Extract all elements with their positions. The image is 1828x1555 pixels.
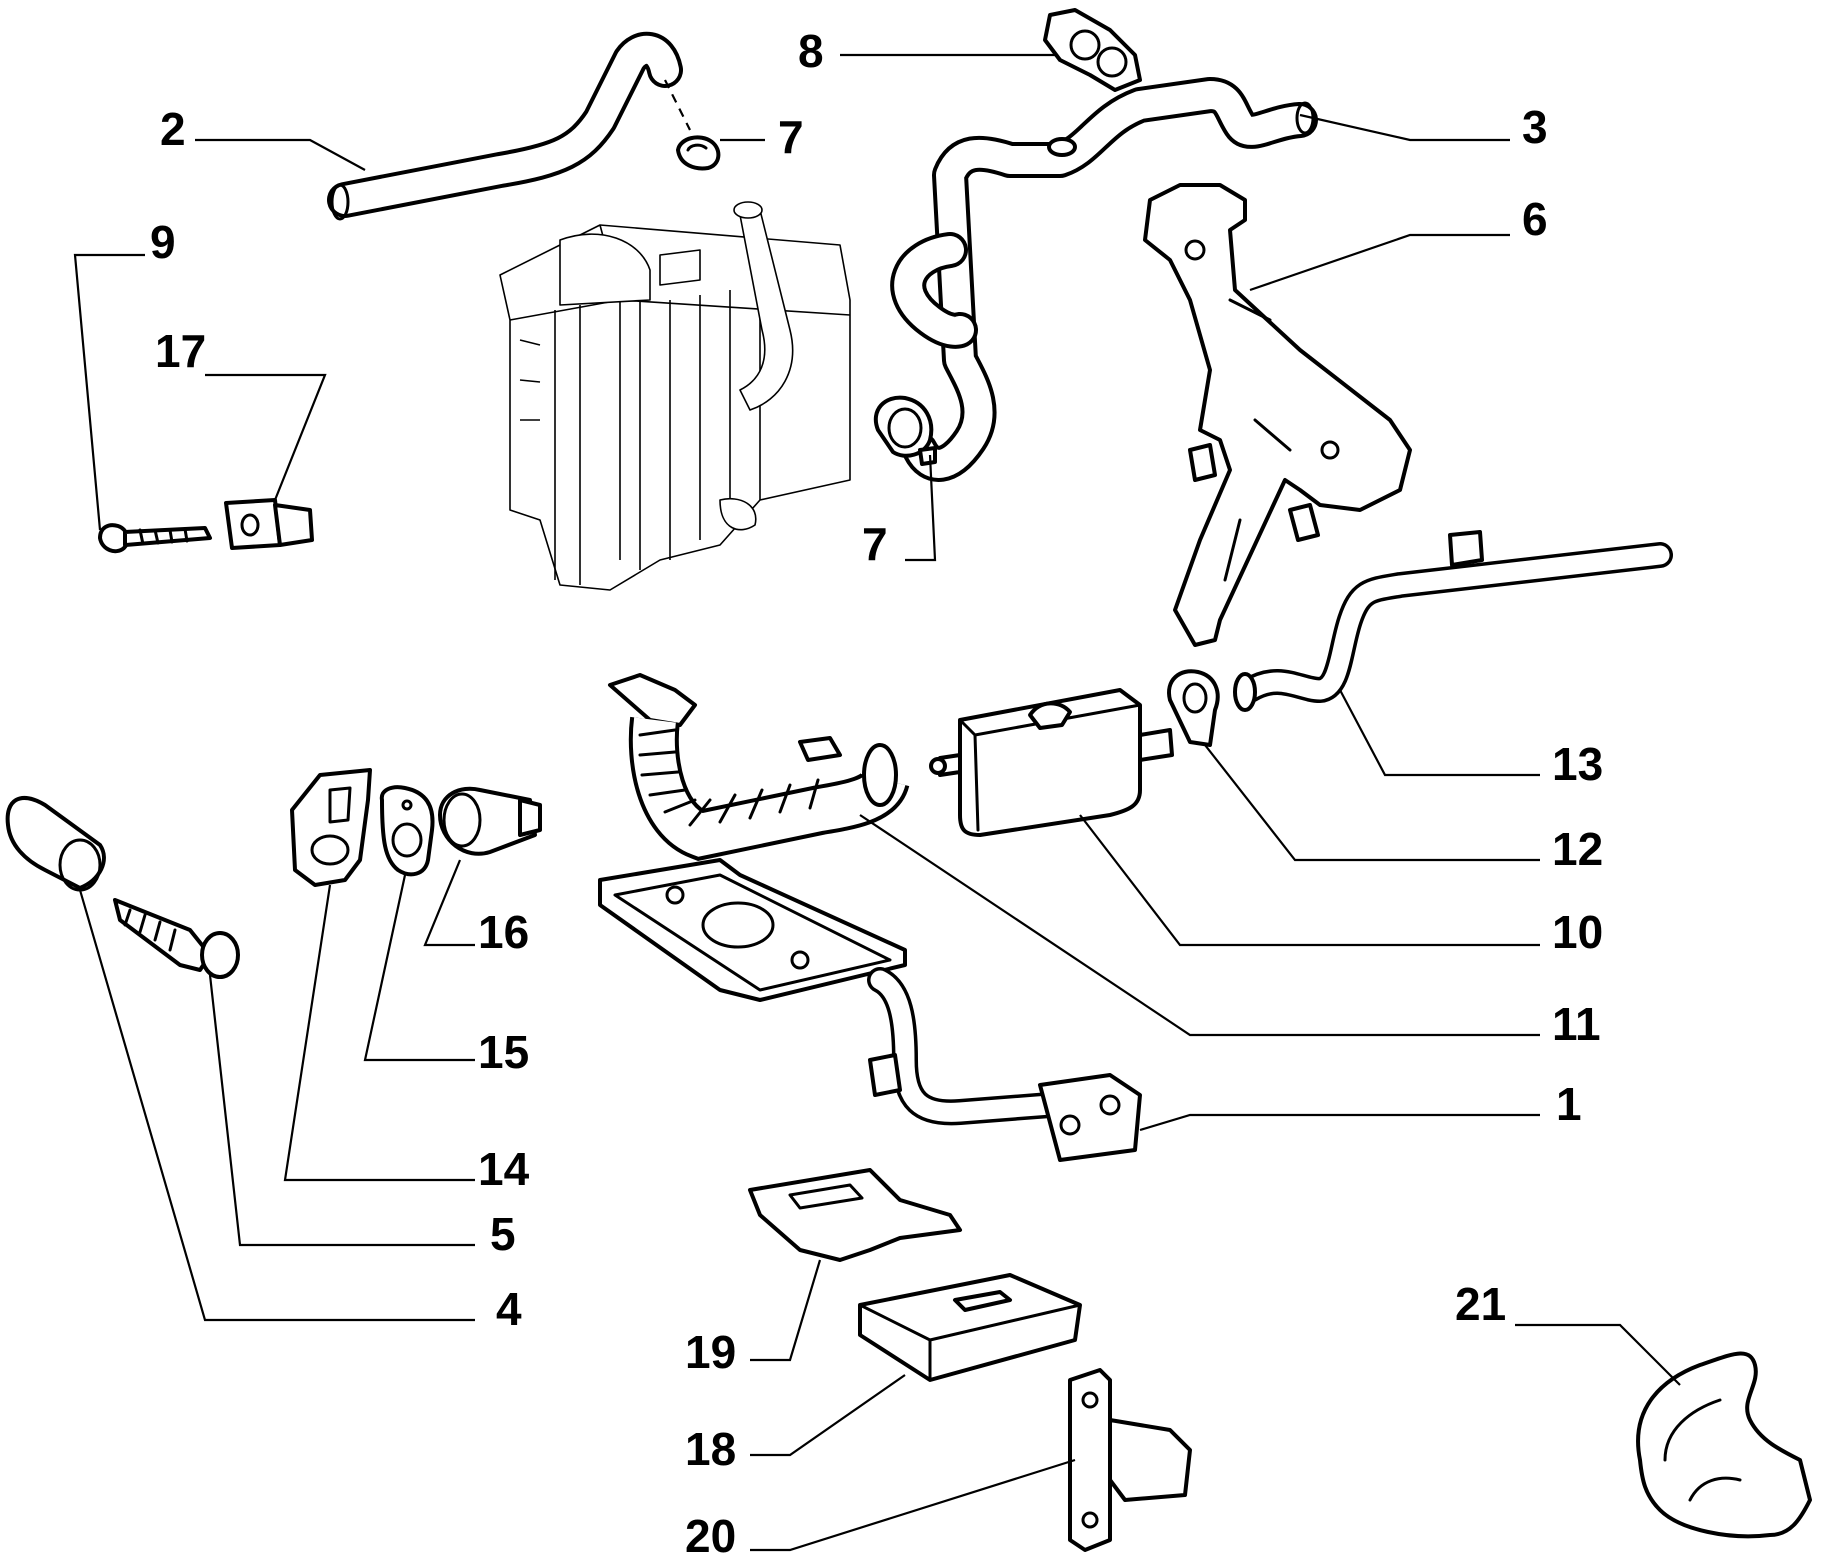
part-9-screw xyxy=(98,523,212,554)
leader-6 xyxy=(1249,233,1510,292)
callout-9: 9 xyxy=(150,216,176,268)
callout-2: 2 xyxy=(160,103,186,155)
part-16-pressure-switch xyxy=(438,786,542,856)
callout-20: 20 xyxy=(685,1510,736,1555)
callout-12: 12 xyxy=(1552,823,1603,875)
callout-16: 16 xyxy=(478,906,529,958)
callout-1: 1 xyxy=(1556,1078,1582,1130)
callout-15: 15 xyxy=(478,1026,529,1078)
callout-21: 21 xyxy=(1455,1278,1506,1330)
leader-5 xyxy=(208,974,475,1247)
part-20-bracket xyxy=(1068,1368,1192,1552)
callout-6: 6 xyxy=(1522,193,1548,245)
callout-11: 11 xyxy=(1552,998,1601,1050)
part-2-heater-hose xyxy=(327,31,683,221)
callout-17: 17 xyxy=(155,325,206,377)
leader-12 xyxy=(1204,744,1540,862)
part-13-rigid-pipe xyxy=(1233,530,1673,712)
leader-9 xyxy=(73,253,145,531)
callout-5: 5 xyxy=(490,1208,516,1260)
leader-lines xyxy=(73,53,1681,1552)
part-12-pipe-clip xyxy=(1167,669,1220,747)
part-3-coolant-hose xyxy=(890,77,1318,482)
leader-2 xyxy=(195,138,366,171)
part-4-bushing xyxy=(5,795,106,892)
heater-unit-outline xyxy=(499,201,851,591)
leader-17 xyxy=(205,373,327,501)
leader-14 xyxy=(283,884,475,1182)
leader-11 xyxy=(859,814,1540,1037)
part-5-self-tapping-screw xyxy=(113,898,240,979)
part-11-corrugated-duct xyxy=(608,673,910,861)
part-18-control-module xyxy=(858,1273,1082,1382)
callout-4: 4 xyxy=(496,1283,522,1335)
leader-3 xyxy=(1299,113,1510,142)
part-1-tray-with-pipe xyxy=(598,858,1142,1162)
leader-10 xyxy=(1079,814,1540,947)
callout-3: 3 xyxy=(1522,101,1548,153)
leader-15 xyxy=(363,874,475,1062)
callout-13: 13 xyxy=(1552,738,1603,790)
leader-19 xyxy=(750,1259,822,1362)
callout-8: 8 xyxy=(798,25,824,77)
part-7-hose-clamp-middle xyxy=(874,395,937,466)
part-14-switch-bracket xyxy=(290,768,372,887)
part-17-nut-clip xyxy=(224,498,314,550)
leader-16 xyxy=(423,859,475,947)
part-8-double-clip xyxy=(1043,8,1142,92)
leader-4 xyxy=(78,889,475,1322)
leader-21 xyxy=(1515,1323,1681,1386)
leader-18 xyxy=(750,1374,906,1457)
leader-2-dash xyxy=(664,79,691,131)
callout-14: 14 xyxy=(478,1143,530,1195)
callout-7-middle: 7 xyxy=(862,518,888,570)
callout-10: 10 xyxy=(1552,906,1603,958)
part-10-canister xyxy=(929,688,1174,837)
leader-20 xyxy=(750,1458,1076,1552)
part-19-mounting-plate xyxy=(748,1168,962,1262)
part-7-hose-clamp-top xyxy=(676,135,721,171)
callout-19: 19 xyxy=(685,1326,736,1378)
part-6-support-bracket xyxy=(1143,183,1412,647)
leader-1 xyxy=(1139,1113,1540,1132)
callout-18: 18 xyxy=(685,1423,736,1475)
leader-7b xyxy=(905,454,937,562)
callout-7-top: 7 xyxy=(778,111,804,163)
part-15-gasket xyxy=(379,785,435,877)
callout-labels: 2 7 8 3 6 9 17 7 13 12 10 11 1 16 15 14 … xyxy=(150,25,1603,1555)
leader-13 xyxy=(1339,689,1540,777)
part-21-retaining-clip xyxy=(1636,1351,1812,1539)
